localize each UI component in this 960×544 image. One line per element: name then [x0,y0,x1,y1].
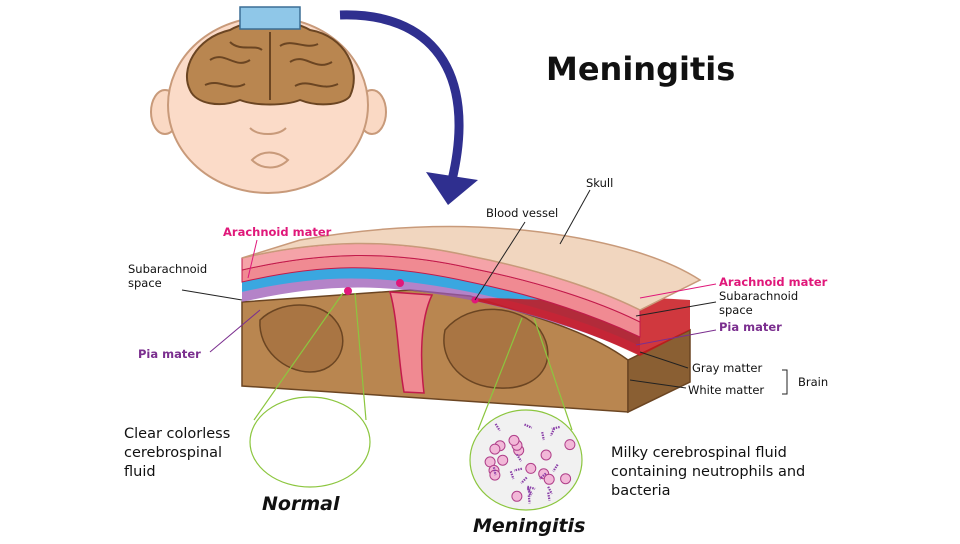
gyrus-left [259,304,344,373]
label-blood-vessel: Blood vessel [486,206,559,220]
label-white-matter: White matter [688,383,765,397]
bacteria-chain [509,471,515,480]
bacteria-chain [513,467,523,472]
zoom-arrow [339,10,478,205]
mouth [250,151,290,169]
bacteria-chain [527,495,531,504]
label-arachnoid-mater-left: Arachnoid mater [223,225,332,239]
brain-folds [204,32,339,100]
neutrophil-cell [540,449,552,461]
neutrophil-cell [564,439,576,451]
leader-pia-left [209,309,261,353]
gyrus-right [443,308,549,389]
leader-lines [181,189,788,395]
neutrophil-cell [489,443,501,455]
bacteria-chain [541,431,545,441]
bacteria-chain [527,488,532,497]
bacteria-chain [549,428,556,437]
label-subarachnoid-space-right: Subarachnoid space [719,289,799,317]
neutrophil-cell [525,462,537,474]
cutaway-window [239,6,301,30]
label-arachnoid-mater-right: Arachnoid mater [719,275,828,289]
cone-infected-right [533,317,573,431]
arrow-head-icon [426,172,478,205]
brain-bracket [782,369,788,395]
arrow-shaft [339,10,464,182]
neutrophil-cell [497,454,509,466]
caption-normal: Normal [262,493,340,515]
bacteria-chain [515,453,523,462]
label-gray-matter: Gray matter [692,361,763,375]
cross-section [241,225,702,414]
bacteria-chain [524,423,533,429]
page-title: Meningitis [546,50,736,88]
infected-fluid-description: Milky cerebrospinal fluid containing neu… [611,445,806,499]
neutrophil-cell [508,434,520,446]
leader-white-matter [629,379,687,389]
leader-arachnoid-left [247,239,258,279]
bacteria-chain [547,492,551,501]
bacteria-chain [492,467,497,476]
bacteria-chain [539,472,547,480]
bacteria-chain [527,485,536,490]
head-illustration [150,6,387,194]
bacteria-chain [520,476,528,484]
neutrophil-cell [560,473,572,485]
vessel-mid [396,279,404,287]
zoom-cones [249,292,583,511]
skull-layer [241,225,702,311]
caption-meningitis: Meningitis [473,515,586,537]
leader-blood-vessel [474,221,526,301]
leader-arachnoid-right [639,283,717,299]
cone-normal-right [354,292,367,421]
leader-subarachnoid-left [181,289,243,301]
bacteria-chain [551,425,560,430]
leader-subarachnoid-right [635,301,717,317]
neutrophil-cell [543,473,555,485]
cone-infected-left [477,317,523,431]
infected-fluid-circle [469,409,583,511]
bacteria-chain [494,423,501,432]
leader-pia-right [635,329,717,346]
normal-fluid-circle [249,396,371,488]
leader-gray-matter [639,351,689,369]
label-pia-mater-left: Pia mater [138,347,201,361]
sulcus-fold [388,291,434,394]
bacteria-chain [526,486,533,495]
label-subarachnoid-space-left: Subarachnoid space [128,262,208,290]
vessel-left [344,287,352,295]
bacteria-chain [552,464,559,472]
label-skull: Skull [586,176,614,190]
neutrophil-cell [511,490,523,502]
normal-fluid-description: Clear colorless cerebrospinal fluid [124,426,231,480]
label-pia-mater-right: Pia mater [719,320,782,334]
label-brain: Brain [798,375,829,389]
neutrophils-and-bacteria [484,423,576,504]
leader-skull [559,189,591,245]
cone-normal-left [253,292,344,421]
bacteria-chain [547,486,553,495]
nose [249,127,287,135]
